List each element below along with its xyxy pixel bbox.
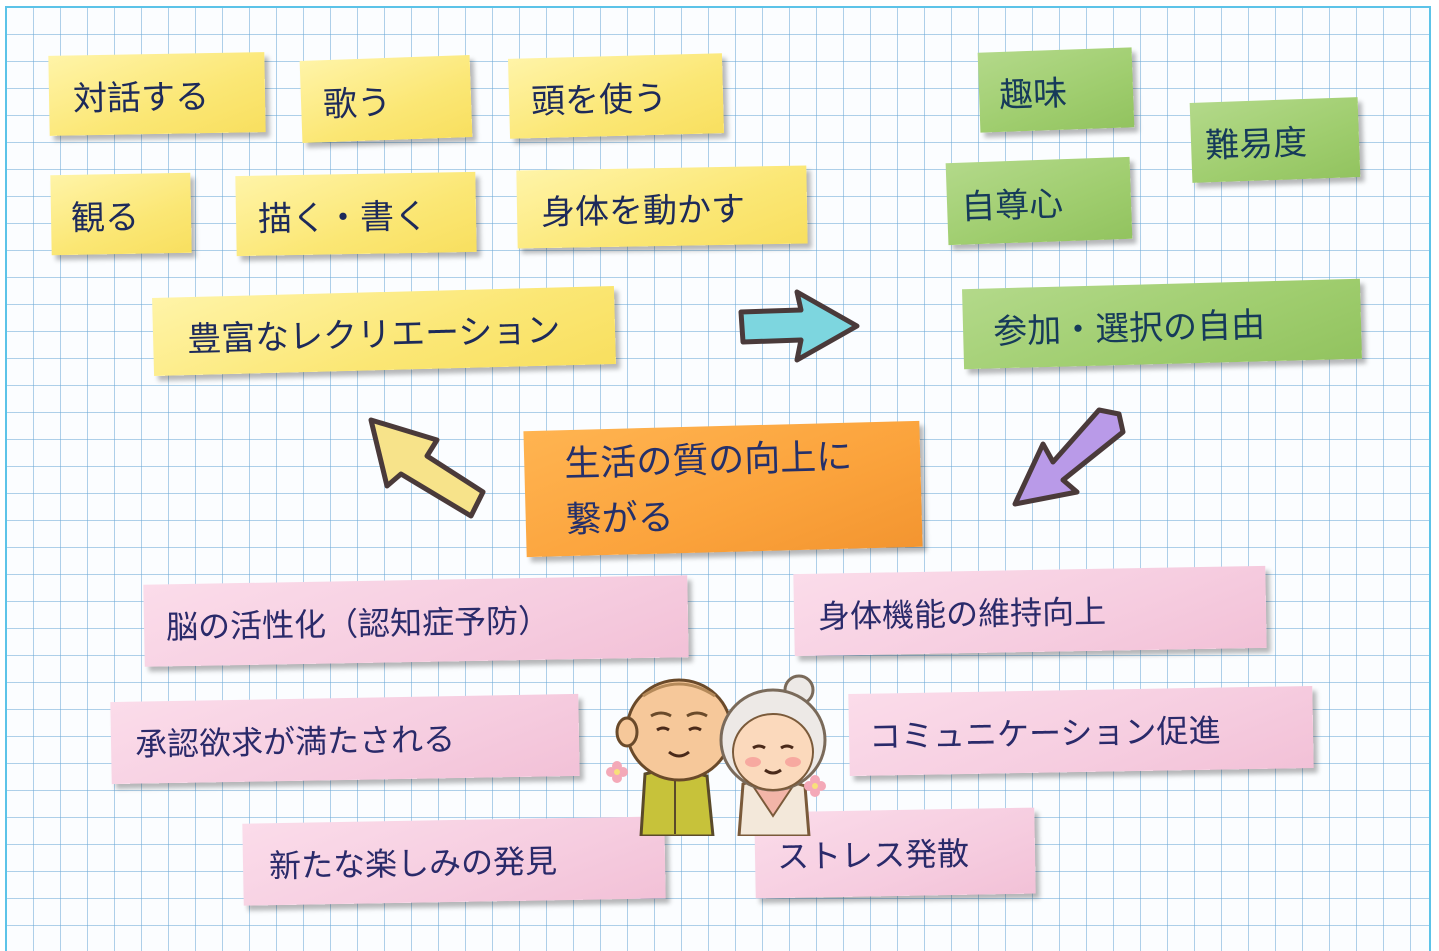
note-miru: 観る [50,172,192,256]
flower-icon [804,775,826,797]
note-atama: 頭を使う [507,53,725,139]
note-utau: 歌う [299,55,473,143]
arrow-right-icon [738,289,860,363]
note-communication: コミュニケーション促進 [848,685,1314,777]
note-taiwa: 対話する [48,52,266,136]
flower-icon [606,761,628,783]
arrow-up-left-icon [368,417,486,519]
note-shonin: 承認欲求が満たされる [110,693,580,785]
note-center: 生活の質の向上に 繋がる [523,420,923,558]
center-line-2: 繋がる [565,497,675,542]
center-line-1: 生活の質の向上に [563,436,853,486]
note-karada: 身体を動かす [516,165,808,249]
elderly-couple-icon [615,674,827,836]
note-nou: 脳の活性化（認知症予防） [143,575,689,667]
note-kaku: 描く・書く [235,171,477,257]
note-nanido: 難易度 [1189,97,1361,183]
arrow-down-left-icon [1012,407,1126,507]
note-jisonshin: 自尊心 [945,156,1133,246]
note-recreation: 豊富なレクリエーション [152,285,616,377]
grid-board: 対話する 歌う 頭を使う 観る 描く・書く 身体を動かす 豊富なレクリエーション… [5,6,1431,951]
note-shintai-kino: 身体機能の維持向上 [793,565,1267,657]
note-sanka: 参加・選択の自由 [962,278,1362,370]
note-shumi: 趣味 [977,47,1135,133]
